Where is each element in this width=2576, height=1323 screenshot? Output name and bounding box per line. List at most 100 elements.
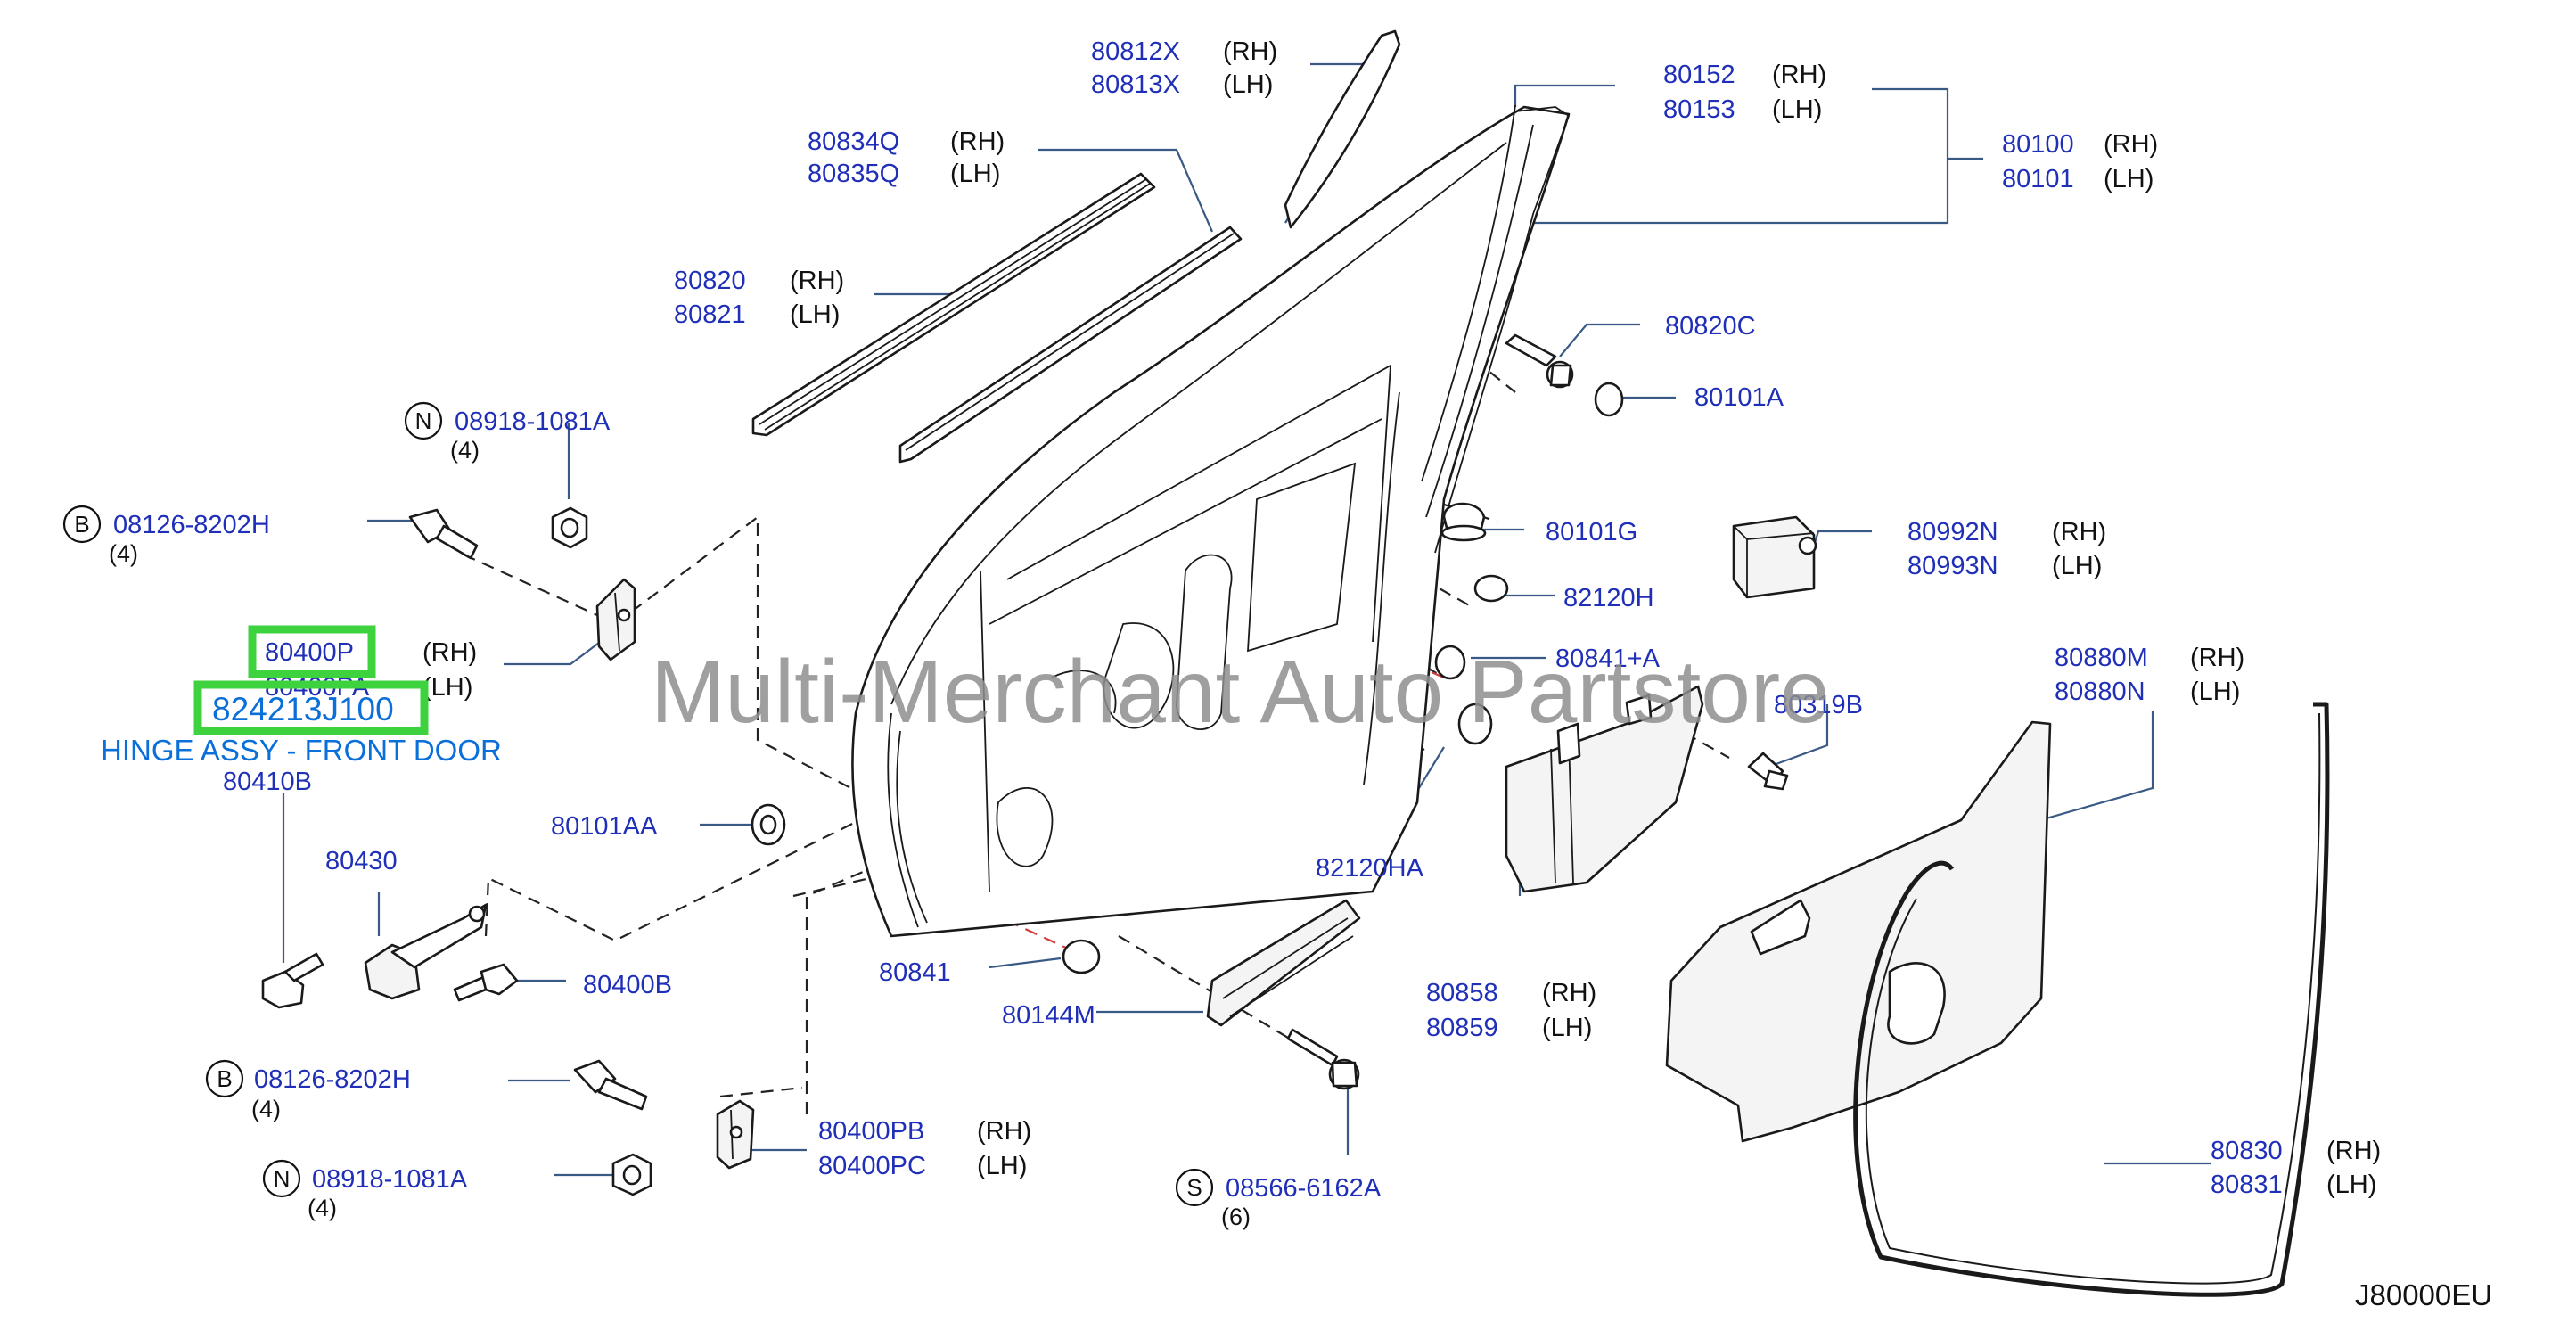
plug-80841A-drawing — [1434, 645, 1466, 680]
bolt-upper-prefix-ring — [62, 505, 102, 544]
label-80820C: 80820C — [1665, 312, 1756, 341]
label-80101-side: (LH) — [2104, 165, 2154, 193]
plug-80101A-drawing — [1594, 382, 1624, 417]
lower-hinge-drawing — [716, 1099, 755, 1170]
weatherstrip-80830-drawing — [1853, 702, 2330, 1297]
label-80812X-side: (RH) — [1223, 37, 1277, 66]
label-80835Q: 80835Q — [808, 160, 899, 188]
label-80859: 80859 — [1426, 1014, 1498, 1042]
label-80859-side: (LH) — [1542, 1014, 1592, 1042]
label-80880M: 80880M — [2055, 644, 2148, 672]
plug-82120H-drawing — [1473, 574, 1509, 603]
label-80400PB-side: (RH) — [977, 1117, 1031, 1146]
label-80101G: 80101G — [1546, 518, 1637, 546]
label-80880N: 80880N — [2055, 678, 2145, 706]
label-80830: 80830 — [2211, 1137, 2283, 1165]
screw-prefix: S — [1186, 1174, 1202, 1201]
label-80144M: 80144M — [1002, 1001, 1095, 1030]
nut-upper-prefix: N — [415, 407, 432, 434]
highlight-box-part-number — [193, 680, 429, 735]
label-80400P: 80400P — [265, 638, 354, 667]
label-80820: 80820 — [674, 267, 746, 295]
upper-hinge-drawing — [595, 578, 636, 662]
label-80152: 80152 — [1663, 61, 1735, 89]
label-80400B: 80400B — [583, 971, 672, 999]
clip-80820C-drawing — [1505, 333, 1574, 389]
door-hinge-80430-drawing — [364, 903, 488, 1000]
label-80820-side: (RH) — [790, 267, 844, 295]
bolt-upper-drawing — [408, 508, 479, 560]
label-screw-qty: (6) — [1221, 1204, 1251, 1230]
label-80101AA: 80101AA — [551, 812, 658, 841]
watermark: Multi-Merchant Auto Partstore — [651, 642, 1830, 742]
label-80812X: 80812X — [1091, 37, 1180, 66]
label-80400P-side: (RH) — [422, 638, 477, 667]
label-nut-upper-qty: (4) — [450, 437, 480, 464]
grommet-80101AA-drawing — [751, 803, 786, 846]
label-80153: 80153 — [1663, 95, 1735, 124]
bolt-lower-prefix: B — [217, 1065, 232, 1092]
belt-moulding-outer-drawing — [898, 226, 1243, 464]
bolt-80410B-drawing — [261, 952, 324, 1009]
label-80992N: 80992N — [1907, 518, 1998, 546]
plug-82120HA-drawing — [1457, 703, 1493, 745]
outer-sash-drawing — [1434, 106, 1571, 554]
label-80835Q-side: (LH) — [950, 160, 1000, 188]
check-link-80144M-drawing — [1206, 899, 1361, 1027]
label-80858-side: (RH) — [1542, 979, 1596, 1007]
label-80152-side: (RH) — [1772, 61, 1826, 89]
callout-labels: 80812X (RH) 80813X (LH) 80834Q (RH) 8083… — [62, 37, 2381, 1230]
label-80153-side: (LH) — [1772, 95, 1822, 124]
plug-80841-drawing — [1062, 939, 1101, 974]
nut-lower-prefix-ring — [262, 1159, 301, 1198]
label-80858: 80858 — [1426, 979, 1498, 1007]
label-80834Q: 80834Q — [808, 127, 899, 156]
highlight-part-number[interactable]: 824213J100 — [212, 691, 394, 727]
label-80410B: 80410B — [223, 768, 312, 796]
label-80993N: 80993N — [1907, 552, 1998, 580]
label-nut-lower: 08918-1081A — [312, 1165, 468, 1194]
label-80880M-side: (RH) — [2190, 644, 2244, 672]
label-80400PC-side: (LH) — [977, 1152, 1027, 1180]
label-80831: 80831 — [2211, 1171, 2283, 1199]
label-80831-side: (LH) — [2326, 1171, 2376, 1199]
label-80830-side: (RH) — [2326, 1137, 2381, 1165]
label-80100-side: (RH) — [2104, 130, 2158, 159]
label-80993N-side: (LH) — [2052, 552, 2102, 580]
nut-upper-drawing — [551, 506, 588, 549]
label-nut-upper: 08918-1081A — [455, 407, 611, 436]
label-80834Q-side: (RH) — [950, 127, 1005, 156]
label-bolt-lower: 08126-8202H — [254, 1065, 411, 1094]
label-80319B: 80319B — [1774, 691, 1863, 719]
label-screw: 08566-6162A — [1226, 1174, 1382, 1203]
label-bolt-upper-qty: (4) — [109, 540, 138, 567]
label-80813X: 80813X — [1091, 70, 1180, 99]
door-module-80858-drawing — [1505, 685, 1704, 893]
highlight-box-80400P — [248, 625, 376, 678]
belt-moulding-inner-drawing — [751, 172, 1156, 437]
door-trim-board-drawing — [1665, 720, 2052, 1143]
bolt-lower-drawing — [573, 1059, 648, 1111]
bracket-80992N-drawing — [1732, 515, 1817, 599]
label-80400PC: 80400PC — [818, 1152, 926, 1180]
label-nut-lower-qty: (4) — [308, 1195, 337, 1221]
label-80101: 80101 — [2002, 165, 2074, 193]
label-bolt-upper: 08126-8202H — [113, 511, 270, 539]
label-80400PA-side: (LH) — [422, 673, 472, 702]
label-80821: 80821 — [674, 300, 746, 329]
label-80430: 80430 — [325, 847, 398, 875]
label-80821-side: (LH) — [790, 300, 840, 329]
label-80992N-side: (RH) — [2052, 518, 2106, 546]
label-80101A: 80101A — [1694, 383, 1784, 412]
clip-80101G-drawing — [1440, 502, 1487, 542]
nut-lower-drawing — [611, 1153, 652, 1196]
label-80841A: 80841+A — [1555, 645, 1661, 673]
bolt-upper-prefix: B — [74, 511, 89, 538]
clip-80319B-drawing — [1747, 752, 1789, 791]
bolt-lower-prefix-ring — [205, 1059, 244, 1098]
diagram-code: J80000EU — [2355, 1278, 2492, 1311]
nut-lower-prefix: N — [274, 1165, 291, 1192]
highlight-part-description: HINGE ASSY - FRONT DOOR — [101, 734, 502, 767]
nut-upper-prefix-ring — [404, 401, 443, 440]
